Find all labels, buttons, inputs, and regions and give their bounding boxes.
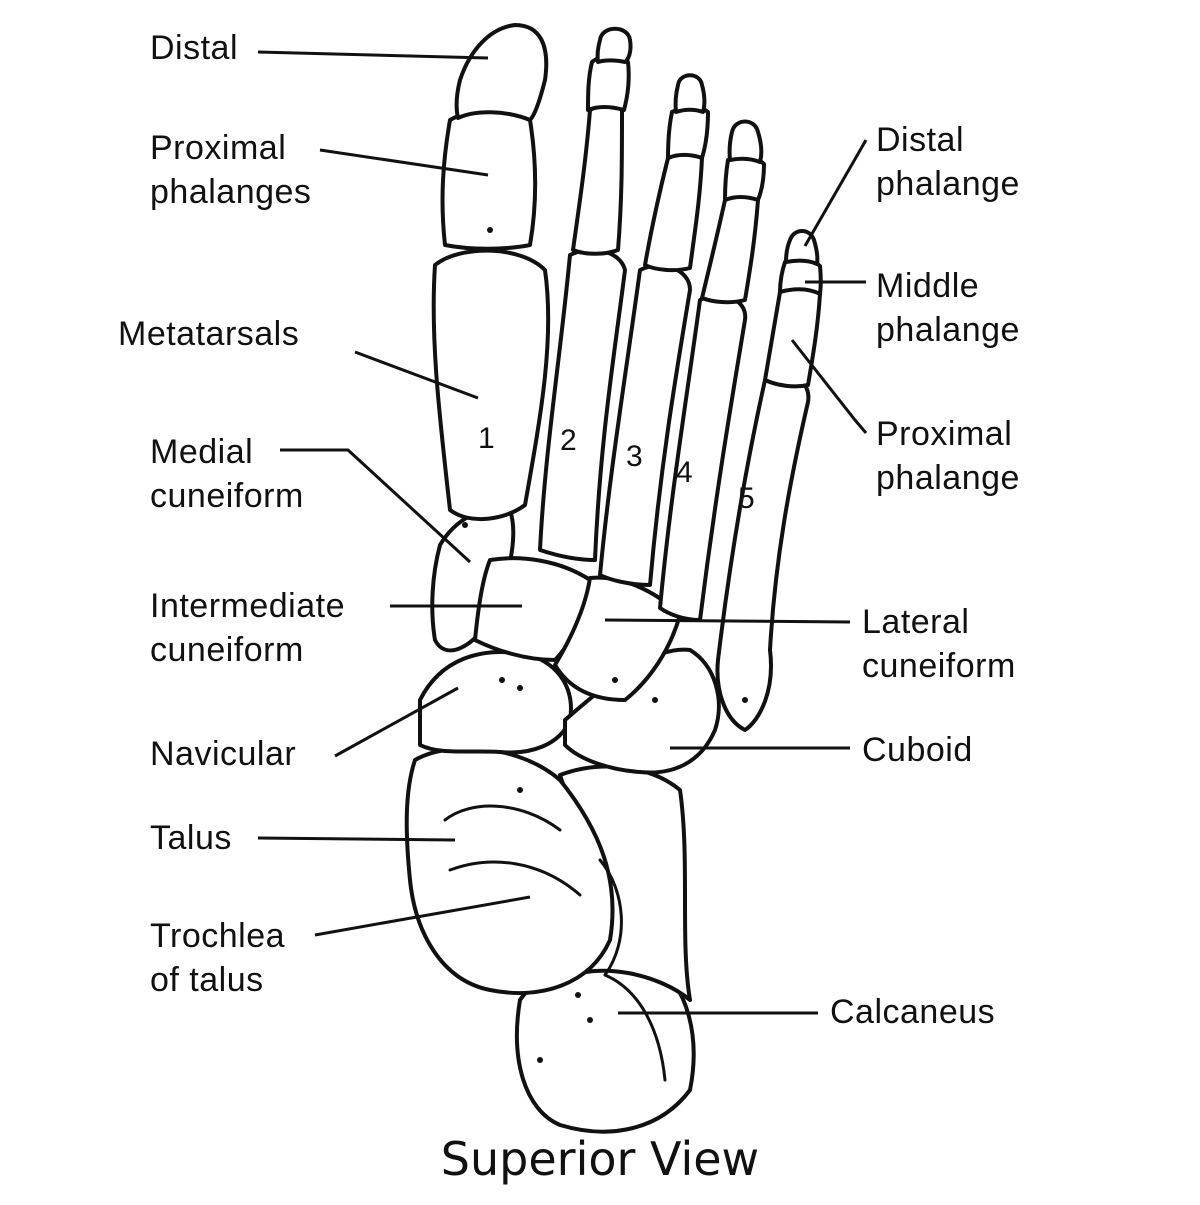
label-lateral-cuneiform: Lateral cuneiform bbox=[862, 603, 1016, 685]
distal-phalanx-5-bone bbox=[784, 229, 820, 266]
label-navicular: Navicular bbox=[150, 735, 297, 773]
leader-medial-cuneiform bbox=[280, 448, 472, 564]
label-middle-phalange: Middle phalange bbox=[876, 267, 1020, 349]
proximal-phalanx-2-bone bbox=[571, 103, 624, 256]
metatarsal-number-3: 3 bbox=[626, 440, 643, 473]
distal-phalanx-1-bone bbox=[454, 23, 549, 122]
label-intermediate-cuneiform: Intermediate cuneiform bbox=[150, 587, 345, 669]
talus-bone bbox=[404, 746, 615, 995]
leader-proximal-phalange bbox=[790, 339, 868, 434]
leader-metatarsals bbox=[354, 350, 479, 400]
metatarsal-number-2: 2 bbox=[560, 424, 577, 457]
intermediate-cuneiform-bone bbox=[473, 556, 592, 662]
metatarsal-number-1: 1 bbox=[478, 422, 495, 455]
view-caption: Superior View bbox=[440, 1132, 760, 1186]
navicular-bone bbox=[418, 650, 573, 755]
label-proximal-phalanges: Proximal phalanges bbox=[150, 129, 312, 211]
proximal-phalanx-5-bone bbox=[763, 285, 822, 389]
label-distal-phalange: Distal phalange bbox=[876, 121, 1020, 203]
bone-surface-dots bbox=[462, 227, 748, 1063]
distal-phalanx-3-bone bbox=[673, 73, 707, 114]
middle-phalanx-3-bone bbox=[666, 105, 710, 160]
metatarsal-3-bone bbox=[598, 263, 692, 587]
leader-proximal-phalanges bbox=[319, 148, 489, 177]
leader-distal-phalange bbox=[803, 139, 868, 247]
metatarsal-1-bone bbox=[431, 248, 551, 522]
leader-trochlea-of-talus bbox=[314, 895, 531, 937]
metatarsal-2-bone bbox=[538, 248, 627, 562]
metatarsal-number-4: 4 bbox=[676, 456, 693, 489]
metatarsal-5-bone bbox=[715, 373, 811, 732]
label-calcaneus: Calcaneus bbox=[830, 993, 996, 1031]
proximal-phalanx-3-bone bbox=[643, 151, 704, 273]
label-proximal-phalange: Proximal phalange bbox=[876, 415, 1020, 497]
label-talus: Talus bbox=[150, 819, 232, 857]
distal-phalanx-2-bone bbox=[595, 26, 633, 64]
lateral-cuneiform-bone bbox=[553, 575, 682, 702]
leader-talus bbox=[257, 836, 456, 842]
distal-phalanx-4-bone bbox=[727, 119, 764, 164]
label-cuboid: Cuboid bbox=[862, 731, 973, 769]
leader-lateral-cuneiform bbox=[604, 618, 851, 624]
leader-distal bbox=[257, 50, 489, 60]
middle-phalanx-2-bone bbox=[586, 54, 631, 112]
label-metatarsals: Metatarsals bbox=[118, 315, 300, 353]
proximal-phalanx-4-bone bbox=[700, 193, 760, 305]
label-trochlea-of-talus: Trochlea of talus bbox=[150, 917, 286, 999]
label-medial-cuneiform: Medial cuneiform bbox=[150, 433, 304, 515]
label-distal: Distal bbox=[150, 29, 239, 67]
metatarsal-number-5: 5 bbox=[738, 482, 755, 515]
leader-navicular bbox=[334, 686, 459, 758]
